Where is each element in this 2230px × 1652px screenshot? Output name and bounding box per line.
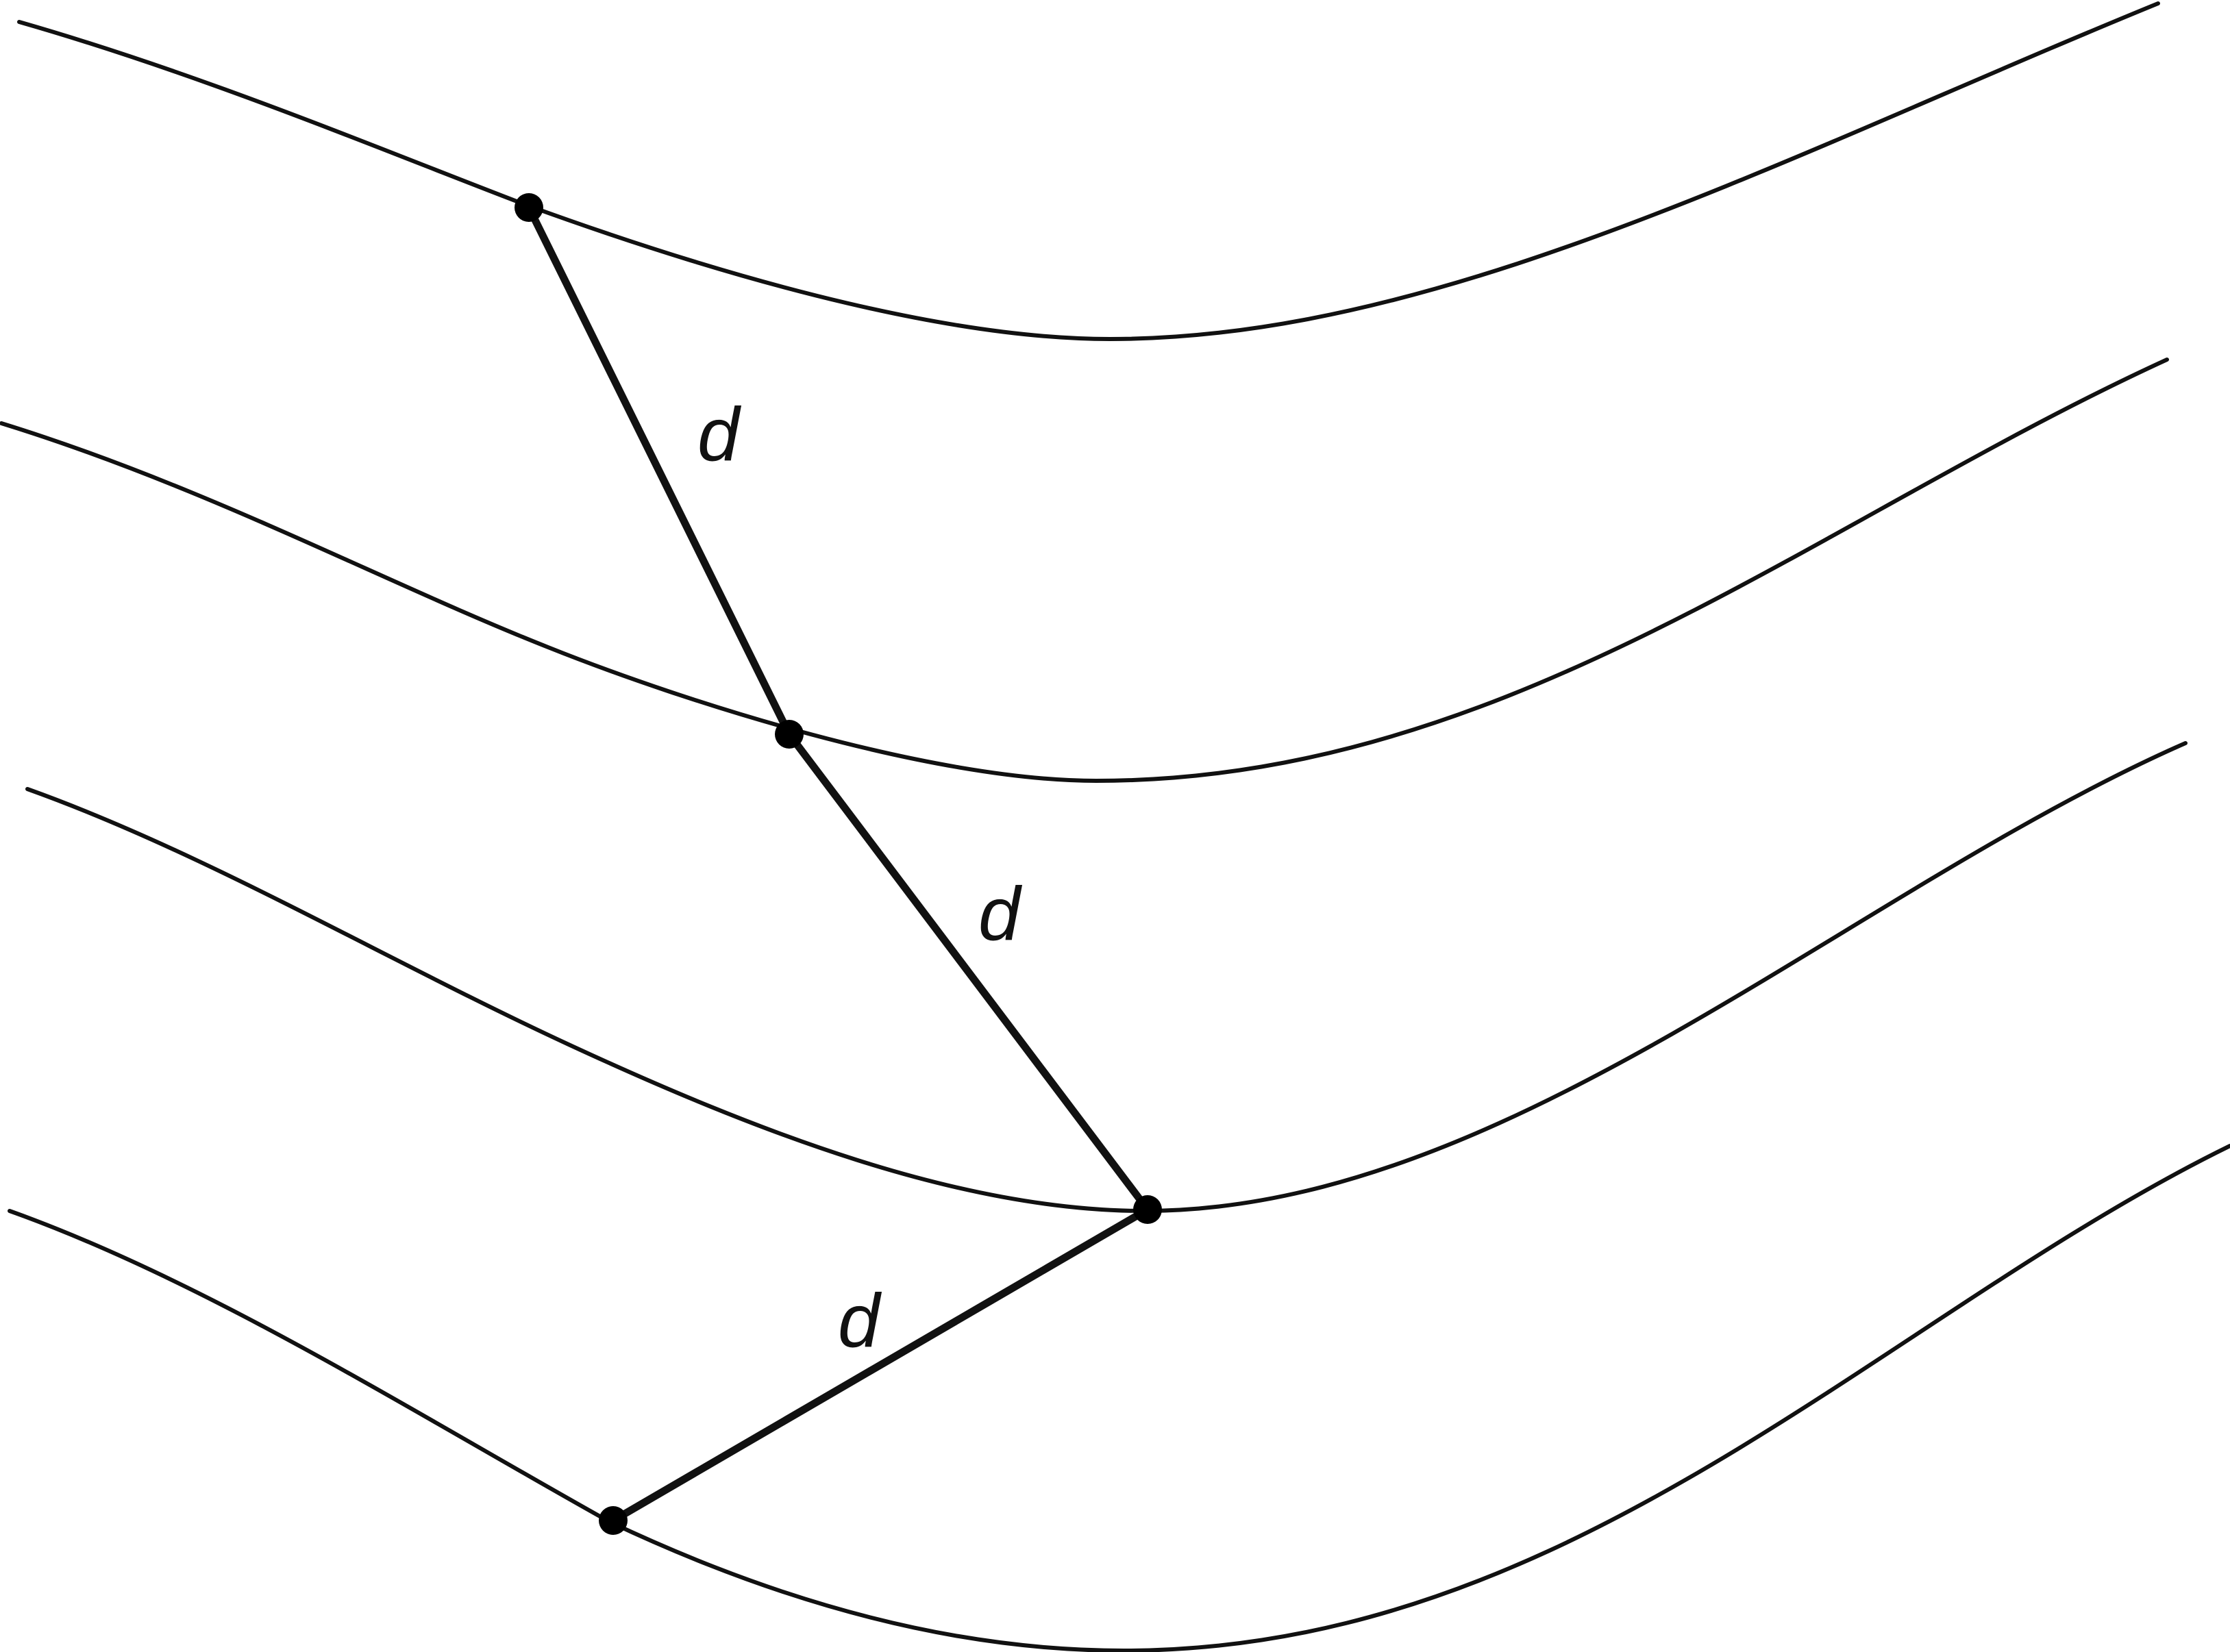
segment-3-4-label: d xyxy=(838,1279,882,1363)
point-1 xyxy=(515,193,543,222)
curve-3 xyxy=(25,741,2188,1214)
segment-1-2 xyxy=(525,203,793,738)
segment-1-2-label: d xyxy=(697,392,742,477)
point-4 xyxy=(599,1506,628,1535)
point-2 xyxy=(775,720,804,749)
segment-2-3 xyxy=(785,730,1152,1214)
curve-4 xyxy=(8,1144,2230,1652)
segment-2-3-label: d xyxy=(978,872,1023,956)
point-3 xyxy=(1133,1195,1162,1224)
segment-3-4 xyxy=(609,1205,1152,1525)
curve-1 xyxy=(17,1,2160,342)
curve-2 xyxy=(0,358,2169,784)
